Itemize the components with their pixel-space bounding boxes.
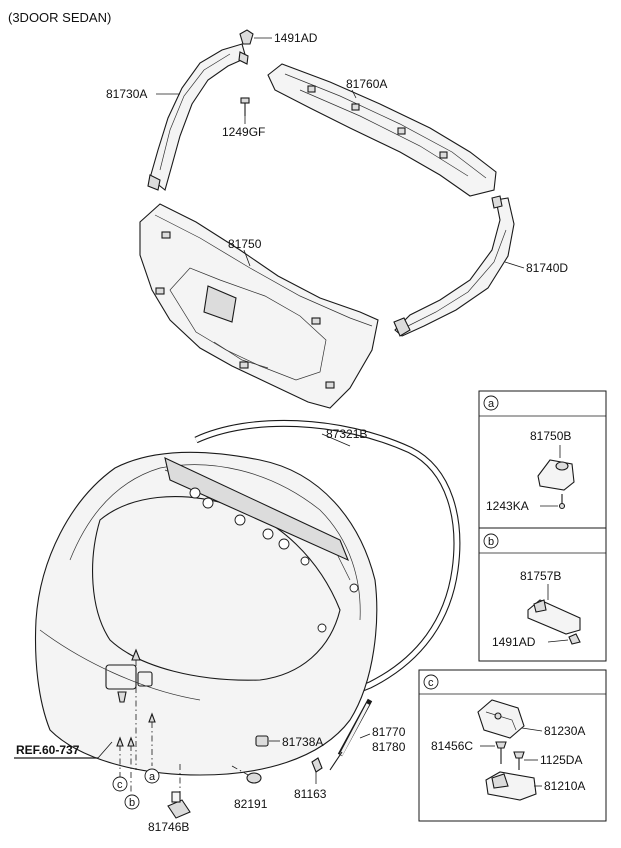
clip-1491ad-top [239, 29, 254, 45]
garnish-81760a [267, 63, 497, 197]
label-81730a: 81730A [106, 87, 147, 101]
detail-b-part: 81757B [520, 569, 561, 583]
stud-81163 [311, 757, 323, 773]
callout-a: a [149, 771, 156, 783]
callout-c: c [117, 779, 123, 791]
detail-box-c: c 81230A 81456C 1125DA 81210A [418, 669, 607, 822]
detail-box-b: b 81757B 1491AD [478, 527, 607, 662]
label-82191: 82191 [234, 797, 268, 811]
cap-82191 [246, 772, 262, 784]
label-81163: 81163 [294, 787, 327, 801]
detail-b-clip: 1491AD [492, 635, 536, 649]
detail-box-a: a 81750B 1243KA [478, 390, 607, 529]
trim-panel-81750 [139, 203, 379, 409]
callout-circle-c [112, 776, 128, 792]
detail-a-screw: 1243KA [486, 499, 529, 513]
label-81780: 81780 [372, 740, 406, 754]
bumper-81738a [255, 735, 269, 747]
screw-1249gf [240, 97, 250, 116]
trim-81740d [393, 195, 515, 337]
detail-c-bolt1: 81456C [431, 739, 473, 753]
label-81746b: 81746B [148, 820, 189, 834]
detail-c-striker: 81210A [544, 779, 585, 793]
detail-c-tag: c [428, 677, 434, 689]
detail-c-bolt2: 1125DA [540, 753, 582, 767]
label-1491ad-top: 1491AD [274, 31, 318, 45]
detail-b-tag: b [488, 536, 494, 548]
detail-a-part: 81750B [530, 429, 571, 443]
trim-81730a [147, 43, 249, 191]
callout-circle-b [124, 794, 140, 810]
callout-circle-a [144, 768, 160, 784]
label-1249gf: 1249GF [222, 125, 265, 139]
label-81740d: 81740D [526, 261, 568, 275]
tailgate-panel [34, 451, 378, 776]
label-81760a: 81760A [346, 77, 387, 91]
detail-a-tag: a [488, 398, 495, 410]
bracket-81746b [167, 791, 191, 819]
label-81738a: 81738A [282, 735, 323, 749]
gas-strut-81770 [329, 698, 373, 771]
label-ref-60-737: REF.60-737 [16, 743, 80, 757]
label-81770: 81770 [372, 725, 406, 739]
label-87321b: 87321B [326, 427, 367, 441]
label-81750: 81750 [228, 237, 262, 251]
callout-b: b [129, 797, 135, 809]
detail-c-latch: 81230A [544, 724, 585, 738]
model-title: (3DOOR SEDAN) [8, 10, 111, 25]
